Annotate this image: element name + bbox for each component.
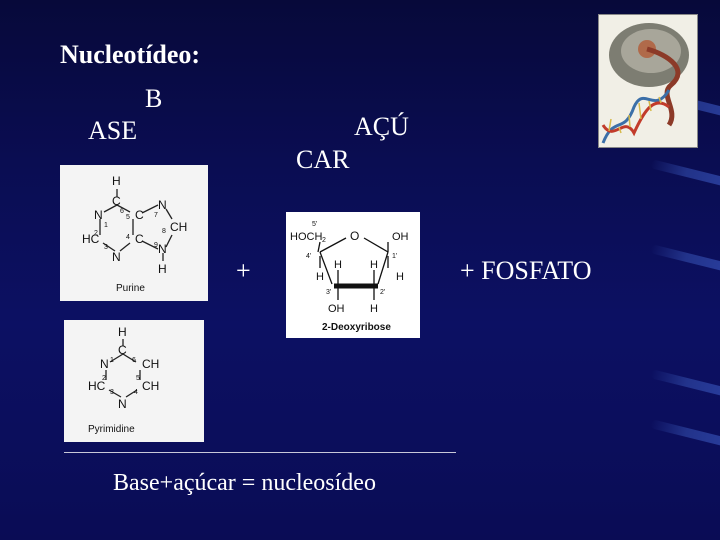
- pyrimidine-number: 3: [110, 389, 114, 396]
- purine-atom-n: N: [158, 198, 167, 212]
- deoxyribose-prime: 3': [326, 289, 331, 296]
- deoxyribose-atom-o: O: [350, 229, 359, 243]
- pyrimidine-atom-hc: HC: [88, 379, 106, 393]
- pyrimidine-caption: Pyrimidine: [88, 424, 135, 435]
- decorative-stripe: [650, 369, 720, 400]
- pyrimidine-atom-ch: CH: [142, 357, 159, 371]
- purine-number: 6: [120, 208, 124, 215]
- purine-atom-c: C: [112, 194, 121, 208]
- purine-atom-h: H: [112, 174, 121, 188]
- dna-illustration: [598, 14, 698, 148]
- sugar-label-part2: CAR: [296, 145, 350, 174]
- decorative-stripe: [650, 244, 720, 275]
- footer-equation: Base+açúcar = nucleosídeo: [113, 470, 376, 496]
- purine-number: 1: [104, 222, 108, 229]
- purine-atom-n: N: [112, 250, 121, 264]
- purine-number: 9: [154, 242, 158, 249]
- divider-line: [64, 452, 456, 453]
- purine-structure: H C N C HC C N N CH N H 1 2 3 4 5 6 7 8 …: [60, 165, 208, 301]
- deoxyribose-atom-h: H: [396, 271, 404, 283]
- purine-atom-c: C: [135, 208, 144, 222]
- purine-atom-hc: HC: [82, 232, 100, 246]
- purine-number: 5: [126, 214, 130, 221]
- deoxyribose-atom-h: H: [370, 303, 378, 315]
- decorative-stripe: [650, 419, 720, 450]
- base-label-part2: ASE: [88, 116, 138, 145]
- deoxyribose-atom-h: H: [334, 259, 342, 271]
- purine-number: 7: [154, 212, 158, 219]
- deoxyribose-hoch: HOCH: [290, 231, 322, 243]
- deoxyribose-sub2: 2: [322, 237, 326, 244]
- purine-atom-c: C: [135, 232, 144, 246]
- pyrimidine-number: 4: [134, 389, 138, 396]
- deoxyribose-atom-oh: OH: [328, 303, 345, 315]
- pyrimidine-atom-n: N: [118, 397, 127, 411]
- pyrimidine-atom-ch: CH: [142, 379, 159, 393]
- deoxyribose-structure: 5' HOCH 2 O OH 4' 1' H H H H 3' 2' OH H …: [286, 212, 420, 338]
- pyrimidine-number: 6: [132, 357, 136, 364]
- deoxyribose-atom-oh: OH: [392, 231, 409, 243]
- purine-atom-n: N: [158, 242, 167, 256]
- deoxyribose-caption: 2-Deoxyribose: [322, 322, 391, 333]
- purine-number: 3: [104, 244, 108, 251]
- purine-atom-n: N: [94, 208, 103, 222]
- plus-sign: +: [236, 256, 251, 285]
- slide-title: Nucleotídeo:: [60, 40, 201, 69]
- pyrimidine-atom-h: H: [118, 325, 127, 339]
- pyrimidine-atom-n: N: [100, 357, 109, 371]
- deoxyribose-prime: 5': [312, 221, 317, 228]
- sugar-label-part1: AÇÚ: [354, 112, 409, 141]
- purine-number: 2: [94, 230, 98, 237]
- pyrimidine-atom-c: C: [118, 343, 127, 357]
- base-label-part1: B: [145, 84, 163, 113]
- deoxyribose-atom-h: H: [370, 259, 378, 271]
- pyrimidine-number: 1: [110, 357, 114, 364]
- phosphate-label: + FOSFATO: [460, 256, 592, 285]
- purine-atom-h: H: [158, 262, 167, 276]
- purine-number: 4: [126, 234, 130, 241]
- purine-caption: Purine: [116, 283, 145, 294]
- purine-atom-ch: CH: [170, 220, 187, 234]
- decorative-stripe: [650, 159, 720, 190]
- deoxyribose-prime: 2': [380, 289, 385, 296]
- deoxyribose-prime: 1': [392, 253, 397, 260]
- pyrimidine-number: 5: [136, 375, 140, 382]
- deoxyribose-atom-h: H: [316, 271, 324, 283]
- pyrimidine-structure: H C N CH HC CH N 1 2 3 4 5 6 Pyrimidine: [64, 320, 204, 442]
- purine-number: 8: [162, 228, 166, 235]
- deoxyribose-prime: 4': [306, 253, 311, 260]
- pyrimidine-number: 2: [102, 375, 106, 382]
